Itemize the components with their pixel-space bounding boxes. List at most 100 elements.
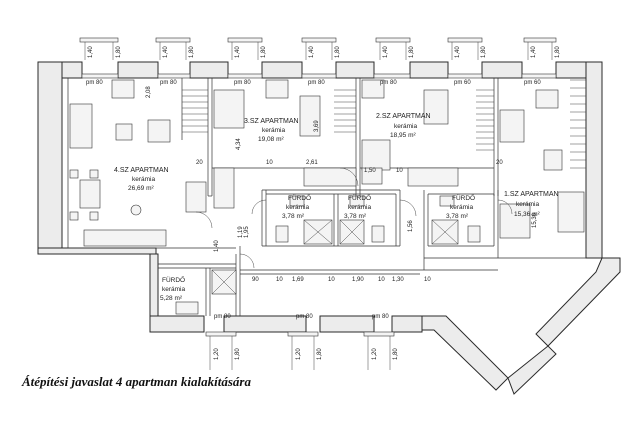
dim-label: 1,80 (481, 46, 487, 58)
sofa (423, 89, 449, 125)
window-label: pm 80 (372, 314, 389, 320)
interior-dimensions: 3,69 4,34 2,61 20 10 10 1,50 20 1,95 1,1… (146, 86, 538, 283)
sink (349, 195, 365, 207)
room-floor: kerámia (450, 204, 474, 211)
cabinet (361, 167, 383, 185)
dim-label: 3,69 (314, 120, 320, 132)
room-name: FÜRDŐ (348, 193, 371, 202)
toilet (371, 225, 385, 243)
armchair (147, 119, 171, 143)
window-label: pm 80 (160, 80, 177, 86)
top-dimension-labels: 1,40 1,80 1,40 1,80 1,40 1,80 1,40 1,80 … (88, 46, 561, 58)
dim-label: 1,40 (163, 46, 169, 58)
room-area: 3,78 m² (344, 213, 367, 220)
furniture-apt1 (499, 89, 585, 239)
room-floor: kerámia (516, 201, 540, 208)
dim-label: 10 (396, 168, 403, 174)
room-floor: kerámia (262, 127, 286, 134)
exterior-walls (37, 61, 621, 395)
kitchen-counter (83, 229, 167, 247)
window-label: pm 80 (214, 314, 231, 320)
armchair (535, 89, 559, 109)
room-name: 3.SZ APARTMAN (244, 118, 299, 125)
dim-label: 1,20 (214, 348, 220, 360)
room-label-apt1: 1.SZ APARTMAN kerámia 15,36 m² (504, 191, 559, 218)
window-label: pm 60 (454, 80, 471, 86)
dim-label: 1,80 (555, 46, 561, 58)
dim-label: 1,40 (383, 46, 389, 58)
dim-label: 1,80 (261, 46, 267, 58)
kitchen-counter (407, 167, 459, 187)
pm-labels: pm 80 pm 80 pm 80 pm 80 pm 80 pm 60 pm 6… (86, 80, 541, 320)
dim-label: 10 (328, 277, 335, 283)
room-area: 5,28 m² (160, 295, 183, 302)
dining-table (79, 179, 101, 209)
bathroom-fixtures (175, 195, 481, 315)
dim-label: 1,80 (189, 46, 195, 58)
bottom-dimension-markers: 1,20 1,80 1,20 1,80 1,20 1,80 (205, 331, 399, 370)
dim-label: 1,40 (88, 46, 94, 58)
sink (439, 195, 455, 207)
room-name: FÜRDŐ (162, 275, 185, 284)
bed (361, 139, 391, 171)
toilet (275, 225, 289, 243)
dim-label: 1,80 (116, 46, 122, 58)
chair (89, 169, 99, 179)
dim-label: 1,80 (335, 46, 341, 58)
dim-label: 1,95 (244, 226, 250, 238)
window-label: pm 80 (308, 80, 325, 86)
dim-label: 1,40 (309, 46, 315, 58)
room-area: 15,36 m² (514, 211, 540, 218)
dim-label: 1,50 (364, 168, 376, 174)
dim-label: 2,61 (306, 160, 318, 166)
room-label-apt2: 2.SZ APARTMAN kerámia 18,95 m² (376, 113, 431, 139)
room-name: FÜRDŐ (288, 193, 311, 202)
dim-label: 15,36 (532, 212, 538, 228)
dim-label: 20 (196, 160, 203, 166)
chair (69, 211, 79, 221)
stairs (182, 79, 586, 169)
window-label: pm 60 (524, 80, 541, 86)
room-label-apt3: 3.SZ APARTMAN kerámia 19,08 m² (244, 118, 299, 143)
room-name: 1.SZ APARTMAN (504, 191, 559, 198)
room-label-bath-c: FÜRDŐ kerámia 3,78 m² (446, 193, 475, 220)
dim-label: 1,56 (408, 220, 414, 232)
room-area: 3,78 m² (282, 213, 305, 220)
dim-label: 1,40 (531, 46, 537, 58)
room-floor: kerámia (162, 286, 186, 293)
window-label: pm 80 (234, 80, 251, 86)
sink (175, 301, 199, 315)
room-area: 19,08 m² (258, 136, 284, 143)
room-label-bath-b: FÜRDŐ kerámia 3,78 m² (344, 193, 372, 220)
room-label-apt4: 4.SZ APARTMAN kerámia 26,69 m² (114, 167, 169, 192)
dim-label: 20 (496, 160, 503, 166)
room-name: FÜRDŐ (452, 193, 475, 202)
dim-label: 90 (252, 277, 259, 283)
room-floor: kerámia (348, 204, 372, 211)
armchair (111, 79, 135, 99)
furniture-apt2 (361, 79, 459, 187)
dim-label: 1,80 (317, 348, 323, 360)
dim-label: 1,19 (238, 226, 244, 238)
dim-label: 1,40 (235, 46, 241, 58)
room-area: 3,78 m² (446, 213, 469, 220)
room-label-bath-a: FÜRDŐ kerámia 3,78 m² (282, 193, 311, 220)
dim-label: 4,34 (236, 138, 242, 150)
armchair (361, 79, 385, 99)
furniture-apt3 (213, 79, 357, 209)
room-label-bath-d: FÜRDŐ kerámia 5,28 m² (160, 275, 186, 302)
dim-label: 10 (424, 277, 431, 283)
kitchen-counter (303, 167, 357, 187)
dim-label: 1,90 (352, 277, 364, 283)
cabinet (185, 181, 207, 213)
window-label: pm 80 (86, 80, 103, 86)
dim-label: 10 (378, 277, 385, 283)
sofa (499, 109, 525, 143)
room-area: 18,95 m² (390, 132, 416, 139)
armchair (265, 79, 289, 99)
chair (69, 169, 79, 179)
table (543, 149, 563, 171)
dim-label: 1,20 (372, 348, 378, 360)
room-floor: kerámia (394, 123, 418, 130)
